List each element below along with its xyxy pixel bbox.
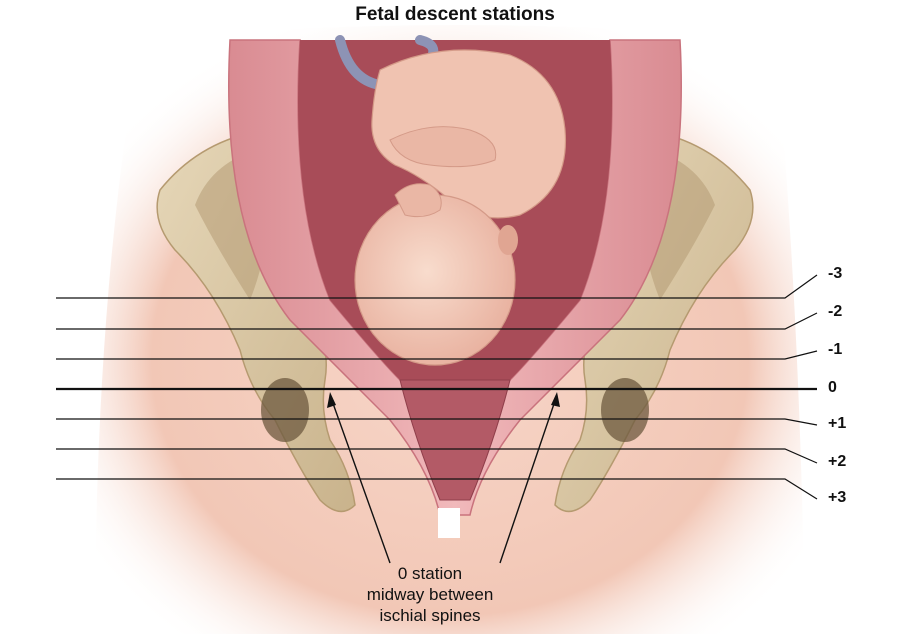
left-obturator-foramen [261, 378, 309, 442]
cervix-canal [399, 379, 511, 501]
station-line-5 [56, 448, 818, 464]
ischial-spine-pointers [327, 392, 560, 564]
caption-line-3: ischial spines [379, 606, 481, 625]
vaginal-opening [438, 508, 460, 538]
diagram-title: Fetal descent stations [355, 4, 555, 25]
station-line-2 [56, 350, 818, 360]
fetal-face [394, 183, 442, 218]
station-line-1 [56, 312, 818, 330]
fetus-arm [389, 126, 497, 168]
station-line-4 [56, 418, 818, 426]
station-label-0: -3 [828, 265, 843, 282]
right-obturator-foramen [601, 378, 649, 442]
station-line-0 [56, 274, 818, 299]
station-lines [56, 274, 818, 500]
station-label-1: -2 [828, 303, 843, 320]
fetal-head [354, 194, 516, 366]
right-pointer-arrowhead [551, 392, 560, 407]
station-label-2: -1 [828, 341, 843, 358]
caption-line-1: 0 station [397, 564, 463, 583]
caption-line-2: midway between [366, 585, 494, 604]
left-pointer-arrow [329, 394, 391, 564]
station-label-3: 0 [828, 379, 837, 396]
left-pointer-arrowhead [327, 392, 336, 408]
station-label-4: +1 [828, 415, 847, 432]
station-label-5: +2 [828, 453, 847, 470]
fetal-ear [498, 225, 518, 255]
station-label-6: +3 [828, 489, 847, 506]
station-line-6 [56, 478, 818, 500]
right-pointer-arrow [499, 394, 558, 564]
zero-station-caption: 0 station midway between ischial spines [340, 563, 520, 626]
